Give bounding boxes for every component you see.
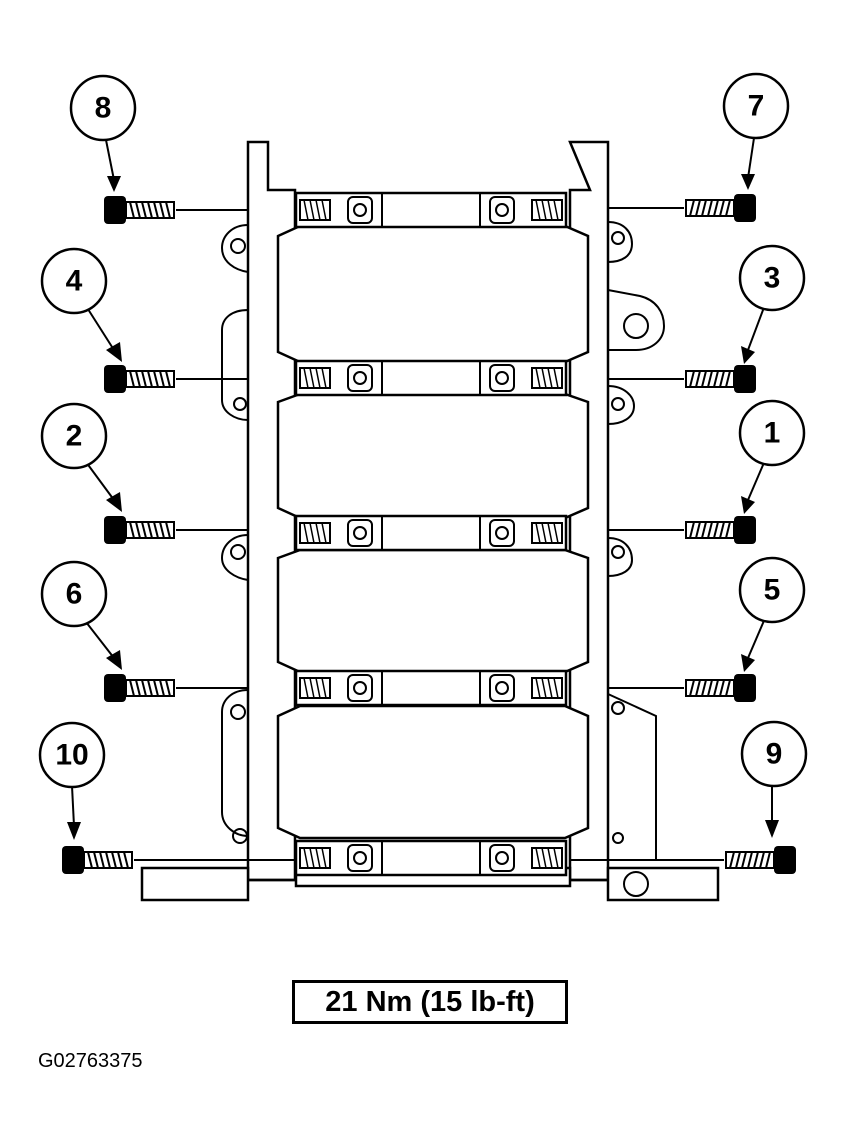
callout-1: 1 bbox=[738, 399, 806, 467]
callout-9-label: 9 bbox=[766, 738, 783, 771]
callout-9: 9 bbox=[740, 720, 808, 788]
bolt-8 bbox=[103, 195, 175, 225]
callout-4-label: 4 bbox=[66, 265, 83, 298]
callout-10: 10 bbox=[38, 721, 106, 789]
callout-2: 2 bbox=[40, 402, 108, 470]
callout-10-label: 10 bbox=[55, 739, 88, 772]
callout-4: 4 bbox=[40, 247, 108, 315]
callout-8-label: 8 bbox=[95, 92, 112, 125]
bolt-2 bbox=[103, 515, 175, 545]
callout-3: 3 bbox=[738, 244, 806, 312]
bolt-9 bbox=[725, 845, 797, 875]
callout-7-label: 7 bbox=[748, 90, 765, 123]
figure-id: G02763375 bbox=[38, 1050, 143, 1072]
callout-5-label: 5 bbox=[764, 574, 781, 607]
bolt-7 bbox=[685, 193, 757, 223]
bolt-6 bbox=[103, 673, 175, 703]
callout-2-label: 2 bbox=[66, 420, 83, 453]
callout-6: 6 bbox=[40, 560, 108, 628]
bolt-4 bbox=[103, 364, 175, 394]
callout-5: 5 bbox=[738, 556, 806, 624]
callout-3-label: 3 bbox=[764, 262, 781, 295]
callout-8: 8 bbox=[69, 74, 137, 142]
callout-6-label: 6 bbox=[66, 578, 83, 611]
torque-spec-label: 21 Nm (15 lb-ft) bbox=[292, 980, 568, 1024]
bolt-3 bbox=[685, 364, 757, 394]
bolts bbox=[61, 193, 797, 875]
bolt-1 bbox=[685, 515, 757, 545]
bolt-5 bbox=[685, 673, 757, 703]
callout-arrows bbox=[67, 137, 779, 840]
bolt-10 bbox=[61, 845, 133, 875]
callout-1-label: 1 bbox=[764, 417, 781, 450]
callout-7: 7 bbox=[722, 72, 790, 140]
